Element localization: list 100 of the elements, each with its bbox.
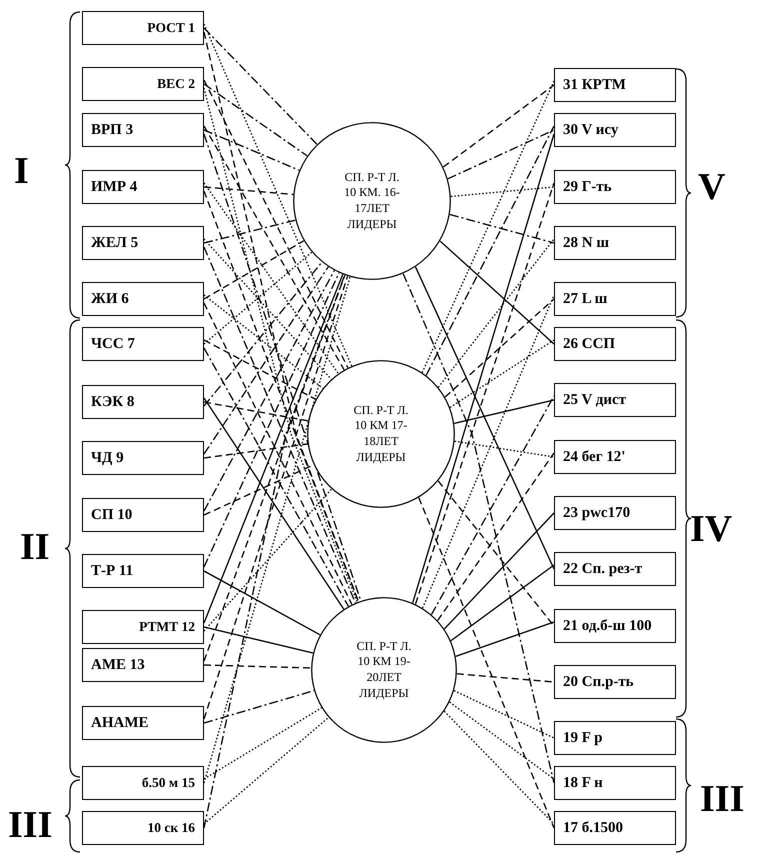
variable-label: 18 F н	[562, 774, 604, 792]
variable-label: 23 pwc170	[562, 504, 632, 522]
correlation-line	[204, 220, 296, 244]
correlation-line	[440, 240, 554, 344]
variable-box	[554, 226, 676, 260]
correlation-line	[204, 707, 322, 780]
correlation-line	[204, 238, 332, 380]
variable-box	[82, 610, 204, 644]
correlation-line	[418, 497, 555, 828]
group-numeral: IV	[690, 510, 732, 548]
correlation-line	[204, 570, 320, 636]
variable-box	[554, 327, 676, 361]
variable-label: 10 ск 16	[146, 820, 196, 836]
correlation-line	[203, 266, 329, 454]
correlation-line	[204, 664, 312, 669]
correlation-line	[454, 690, 554, 739]
correlation-line	[204, 186, 294, 196]
correlation-line	[444, 298, 554, 398]
correlation-line	[442, 84, 554, 168]
variable-label: Т-Р 11	[90, 562, 134, 580]
correlation-line	[450, 564, 554, 642]
variable-label: РОСТ 1	[146, 20, 196, 36]
variable-box	[82, 766, 204, 800]
variable-box	[554, 665, 676, 699]
correlation-line	[454, 399, 554, 424]
variable-box	[554, 811, 676, 845]
variable-box	[82, 554, 204, 588]
correlation-line	[204, 401, 308, 422]
group-numeral: III	[8, 806, 52, 844]
variable-box	[554, 282, 676, 316]
variable-box	[82, 67, 204, 101]
correlation-line	[203, 348, 349, 607]
variable-label: 27 L ш	[562, 290, 608, 308]
correlation-line	[204, 626, 314, 654]
variable-label: АМЕ 13	[90, 656, 146, 674]
variable-box	[554, 721, 676, 755]
correlation-line	[203, 182, 339, 374]
correlation-line	[422, 294, 555, 608]
correlation-line	[203, 398, 344, 610]
variable-box	[554, 68, 676, 102]
variable-label: 29 Г-ть	[562, 178, 613, 196]
variable-box	[554, 496, 676, 530]
variable-label: 31 КРТМ	[562, 76, 627, 94]
variable-box	[82, 706, 204, 740]
correlation-line	[203, 80, 348, 368]
variable-label: 22 Сп. рез-т	[562, 560, 644, 578]
correlation-line	[402, 273, 555, 784]
group-numeral: III	[700, 780, 744, 818]
group-circle	[311, 597, 457, 743]
variable-box	[82, 648, 204, 682]
variable-box	[82, 226, 204, 260]
variable-box	[554, 552, 676, 586]
variable-box	[82, 441, 204, 475]
variable-label: 30 V ису	[562, 122, 620, 138]
variable-label: АНАМЕ	[90, 714, 150, 732]
variable-label: б.50 м 15	[140, 775, 196, 791]
correlation-line	[438, 238, 555, 388]
correlation-line	[203, 24, 352, 366]
correlation-line	[204, 488, 332, 632]
variable-label: 26 ССП	[562, 336, 616, 352]
variable-box	[554, 170, 676, 204]
group-label: СП. Р-Т Л. 10 КМ. 16-17ЛЕТ ЛИДЕРЫ	[343, 170, 401, 232]
group-label: СП. Р-Т Л. 10 КМ 19-20ЛЕТ ЛИДЕРЫ	[356, 638, 412, 702]
variable-box	[554, 113, 676, 147]
variable-label: 20 Сп.р-ть	[562, 674, 635, 690]
variable-label: ВЕС 2	[156, 76, 196, 92]
correlation-line	[203, 126, 345, 370]
variable-label: 17 б.1500	[562, 820, 624, 836]
variable-label: ВРП 3	[90, 122, 134, 138]
variable-label: 21 од.б-ш 100	[562, 618, 653, 634]
correlation-line	[204, 339, 316, 400]
variable-box	[82, 385, 204, 419]
correlation-line	[204, 716, 329, 824]
correlation-line	[203, 246, 356, 604]
group-numeral: I	[14, 152, 29, 190]
correlation-line	[204, 129, 300, 171]
correlation-line	[204, 262, 322, 406]
correlation-line	[438, 480, 554, 626]
correlation-line	[204, 252, 312, 344]
correlation-line	[430, 396, 555, 615]
group-label: СП. Р-Т Л. 10 КМ 17-18ЛЕТ ЛИДЕРЫ	[352, 402, 410, 466]
correlation-line	[204, 690, 314, 724]
correlation-line	[448, 129, 554, 180]
variable-box	[82, 113, 204, 147]
variable-label: 24 бег 12'	[562, 448, 626, 466]
group-numeral: II	[20, 528, 50, 566]
variable-label: ЖИ 6	[90, 290, 130, 308]
correlation-line	[204, 240, 304, 300]
correlation-line	[456, 621, 554, 657]
variable-label: ИМР 4	[90, 178, 138, 196]
group-circle	[307, 360, 455, 508]
correlation-line	[422, 80, 555, 373]
variable-box	[554, 609, 676, 643]
correlation-line	[444, 710, 554, 824]
correlation-line	[449, 702, 554, 780]
variable-box	[554, 766, 676, 800]
variable-label: ЧД 9	[90, 450, 125, 466]
variable-label: СП 10	[90, 506, 134, 524]
correlation-line	[454, 440, 554, 458]
group-circle	[293, 122, 451, 280]
